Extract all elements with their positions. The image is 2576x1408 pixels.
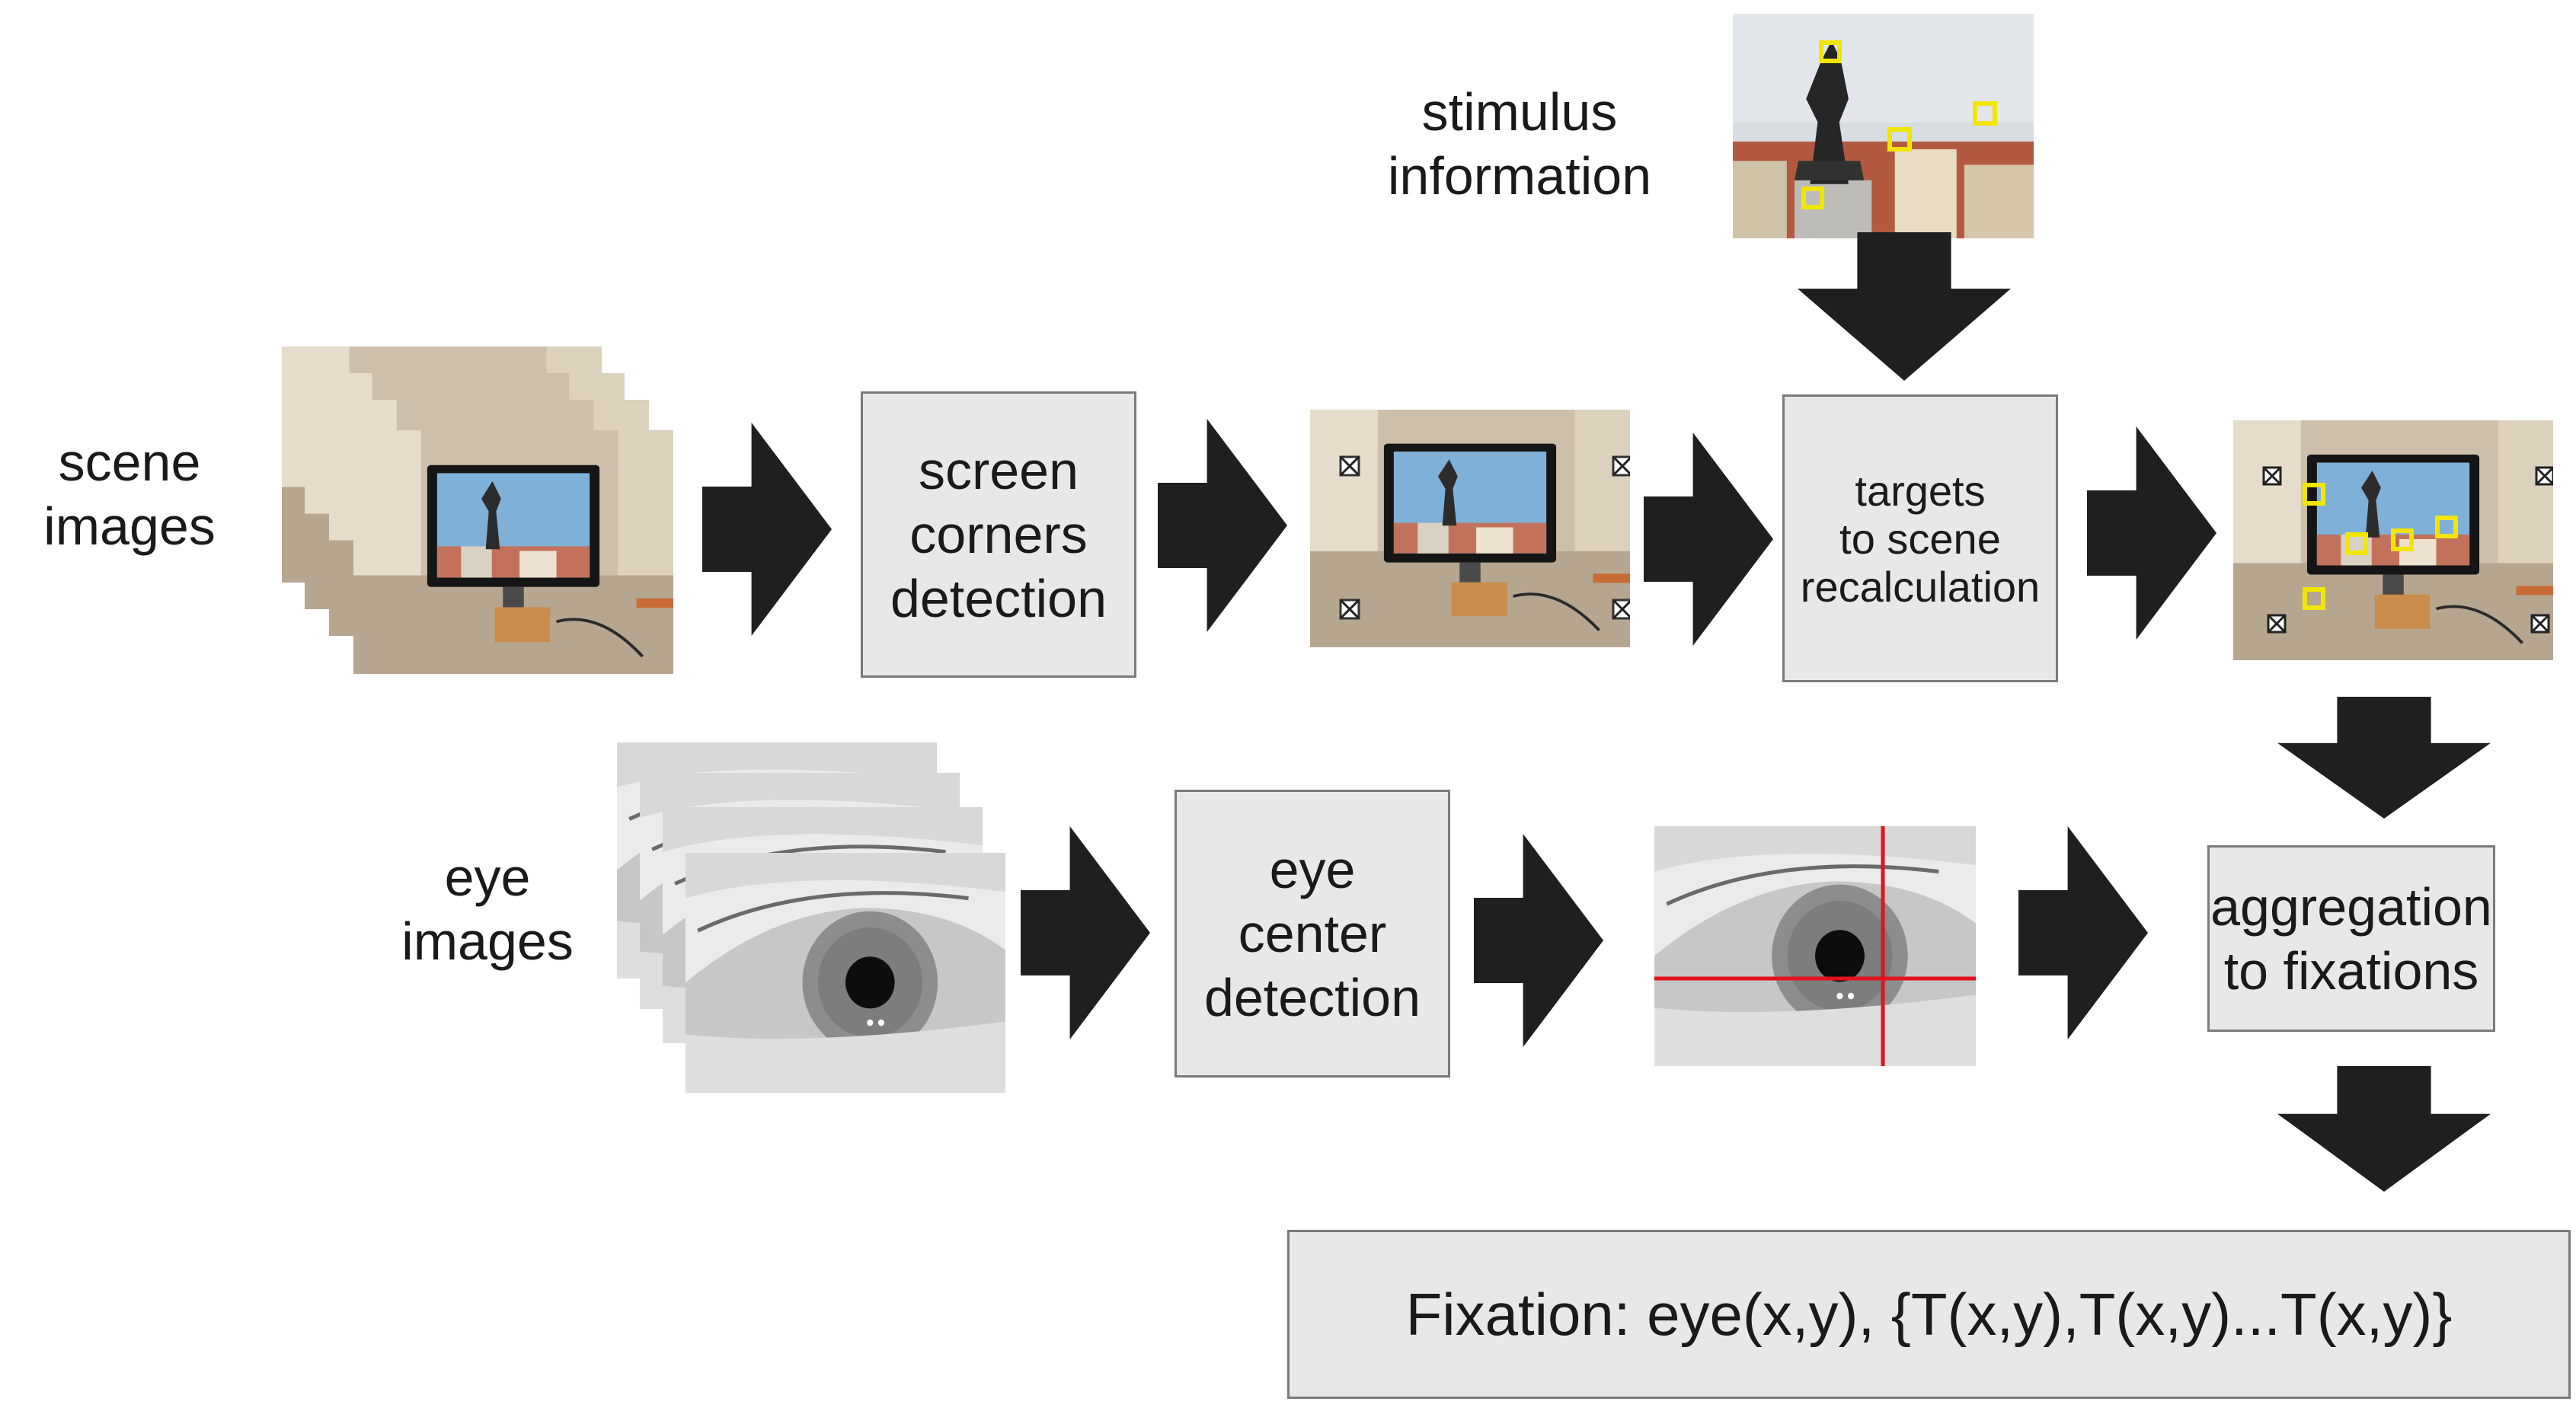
scene-corners-image — [1310, 410, 1630, 647]
crosshair — [1654, 826, 1976, 1066]
flow-arrow — [1644, 433, 1773, 646]
scene-image — [353, 430, 673, 674]
targets-to-scene-recalculation-box: targets to scene recalculation — [1782, 394, 2058, 682]
flow-arrow — [702, 423, 832, 636]
scene-images-label: scene images — [43, 433, 216, 556]
eye-center-detection-box: eye center detection — [1175, 790, 1450, 1078]
flow-arrow — [1158, 419, 1287, 632]
fixation-output-box: Fixation: eye(x,y), {T(x,y),T(x,y)...T(x… — [1287, 1230, 2571, 1399]
flow-arrow — [1021, 826, 1150, 1039]
flow-arrow — [2018, 826, 2148, 1039]
eye-images-label: eye images — [401, 848, 574, 971]
flow-arrow — [2277, 697, 2491, 819]
corner-markers — [1339, 455, 1630, 620]
stimulus-information-label: stimulus information — [1387, 82, 1652, 206]
eye-image — [686, 853, 1005, 1093]
flow-arrow — [2277, 1066, 2491, 1192]
eye-center-image — [1654, 826, 1976, 1066]
target-markers — [2303, 483, 2458, 610]
screen-corners-detection-box: screen corners detection — [861, 391, 1136, 678]
flow-arrow — [1474, 834, 1603, 1047]
scene-targets-image — [2233, 420, 2553, 660]
corner-markers — [2262, 466, 2553, 634]
target-markers — [1801, 40, 1997, 209]
aggregation-to-fixations-box: aggregation to fixations — [2207, 845, 2495, 1032]
stimulus-image — [1733, 14, 2034, 238]
flow-arrow — [2087, 426, 2216, 640]
flow-arrow — [1798, 232, 2011, 381]
